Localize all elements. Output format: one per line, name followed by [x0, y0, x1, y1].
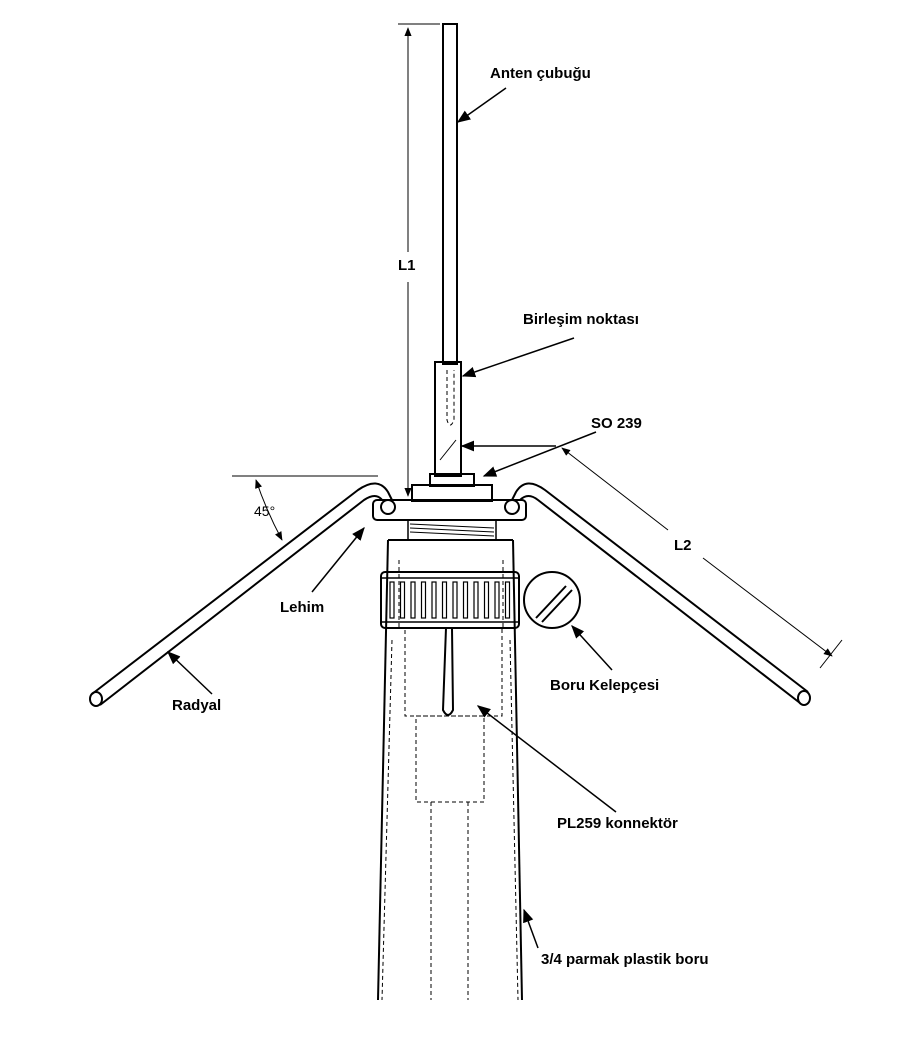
so239-flange: [372, 473, 527, 521]
clamp-slot: [420, 581, 427, 619]
junction-leader: [461, 337, 575, 378]
clamp-slot: [483, 581, 490, 619]
so239-thread: [407, 519, 497, 541]
so239-leader: [482, 431, 597, 477]
plastic-pipe: [377, 539, 523, 1001]
clamp-leader: [571, 625, 613, 671]
pipe-clamp: [380, 571, 581, 629]
solder-leader: [311, 526, 365, 593]
clamp-slot: [504, 581, 511, 619]
clamp-slot: [399, 581, 406, 619]
l2-dimension: [561, 447, 843, 669]
rod-leader: [456, 87, 507, 123]
radial-label: Radyal: [172, 697, 221, 714]
angle-marker: [232, 475, 378, 541]
center-pin: [441, 627, 455, 716]
clamp-slot: [389, 581, 395, 619]
l1-label: L1: [398, 257, 416, 274]
pl259-connector-outline: [381, 560, 519, 1001]
radial-left: [89, 482, 393, 707]
clamp-slot: [462, 581, 469, 619]
pipe-label: 3/4 parmak plastik boru: [541, 951, 709, 968]
junction-label: Birleşim noktası: [523, 311, 639, 328]
rod-label: Anten çubuğu: [490, 65, 591, 82]
so239-label: SO 239: [591, 415, 642, 432]
junction-sleeve: [434, 361, 462, 477]
clamp-slot: [441, 581, 448, 619]
clamp-slot: [431, 581, 437, 619]
pipe-leader: [523, 908, 539, 949]
clamp-slot: [410, 581, 416, 619]
radial-right: [511, 482, 811, 706]
clamp-slot: [452, 581, 458, 619]
pl259-leader: [476, 705, 617, 813]
radial-leader: [167, 651, 213, 695]
solder-label: Lehim: [280, 599, 324, 616]
clamp-slot: [473, 581, 479, 619]
pl259-label: PL259 konnektör: [557, 815, 678, 832]
l1-dimension: [398, 23, 440, 497]
l2-label: L2: [674, 537, 692, 554]
clamp-label: Boru Kelepçesi: [550, 677, 659, 694]
antenna-rod: [442, 23, 458, 365]
clamp-slot: [494, 581, 500, 619]
angle-label: 45°: [254, 503, 275, 519]
